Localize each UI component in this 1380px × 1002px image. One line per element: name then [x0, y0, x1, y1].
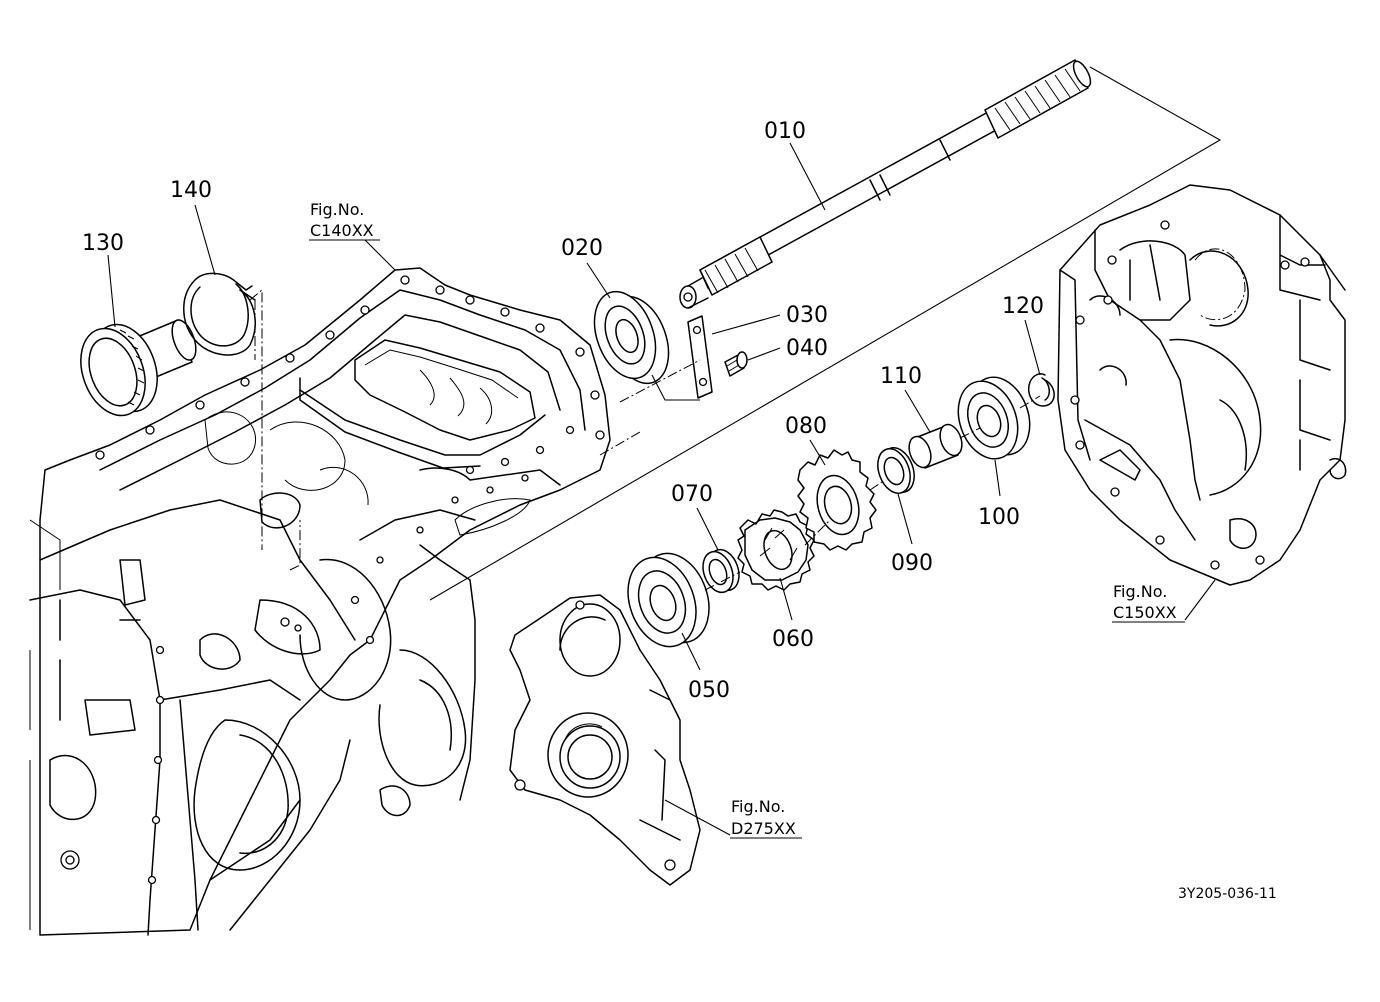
bearing-020-drawing: [593, 290, 670, 385]
figure-reference-labels: Fig.No. C140XX Fig.No. C150XX Fig.No. D2…: [309, 200, 1185, 839]
part-label-050[interactable]: 050: [688, 678, 730, 703]
cover-plate-drawing: [509, 594, 701, 886]
part-label-140[interactable]: 140: [170, 178, 212, 203]
leader-lines: [107, 66, 1222, 836]
gear-080-drawing: [797, 449, 877, 551]
part-label-070[interactable]: 070: [671, 482, 713, 507]
part-label-030[interactable]: 030: [786, 303, 828, 328]
collar-110-drawing: [908, 423, 963, 469]
collar-070-drawing: [702, 548, 740, 594]
part-label-090[interactable]: 090: [891, 551, 933, 576]
bearing-100-drawing: [957, 376, 1031, 460]
case-bolt-holes: [95, 275, 605, 885]
screw-040-drawing: [724, 351, 748, 377]
fig-ref-c140-line2[interactable]: C140XX: [310, 221, 374, 240]
washer-090-drawing: [877, 447, 915, 494]
rear-housing-drawing: [1057, 184, 1347, 586]
plate-030-drawing: [687, 315, 713, 399]
part-label-040[interactable]: 040: [786, 336, 828, 361]
housing-bolt-holes: [1070, 220, 1310, 570]
part-label-130[interactable]: 130: [82, 231, 124, 256]
drawing-id: 3Y205-036-11: [1178, 886, 1277, 902]
transmission-case-drawing: [29, 267, 611, 936]
fig-ref-d275-line1: Fig.No.: [731, 797, 785, 816]
gear-060-drawing: [737, 509, 815, 591]
part-label-060[interactable]: 060: [772, 627, 814, 652]
part-label-110[interactable]: 110: [880, 364, 922, 389]
fig-ref-c140-line1: Fig.No.: [310, 200, 364, 219]
part-label-100[interactable]: 100: [978, 505, 1020, 530]
part-label-010[interactable]: 010: [764, 119, 806, 144]
bearing-050-drawing: [627, 552, 710, 648]
fig-ref-c150-line1: Fig.No.: [1113, 582, 1167, 601]
fig-ref-c150-line2[interactable]: C150XX: [1113, 603, 1177, 622]
snap-ring-120-drawing: [1028, 373, 1055, 407]
gear-shaft-130-drawing: [80, 319, 197, 417]
shaft-010-drawing: [679, 59, 1092, 309]
part-number-labels: 010 020 030 040 050 060 070 080 090 100 …: [82, 119, 1044, 703]
part-label-080[interactable]: 080: [785, 414, 827, 439]
part-label-020[interactable]: 020: [561, 236, 603, 261]
part-label-120[interactable]: 120: [1002, 294, 1044, 319]
fig-ref-d275-line2[interactable]: D275XX: [731, 819, 796, 838]
